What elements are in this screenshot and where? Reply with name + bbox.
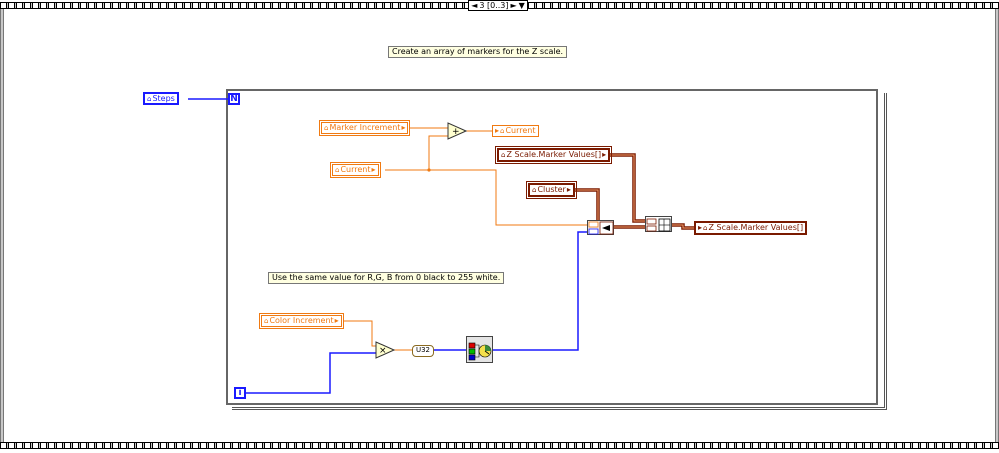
previous-case-arrow-icon[interactable]: ◄ [471, 1, 478, 10]
color-increment-label: Color Increment [269, 316, 334, 325]
add-function[interactable]: + [447, 122, 467, 140]
home-icon: ⌂ [335, 166, 340, 174]
add-symbol: + [452, 127, 460, 137]
cluster-label: Cluster [537, 185, 566, 194]
bundle-by-name-icon [588, 221, 614, 235]
bundle-by-name-function[interactable] [587, 220, 614, 235]
current-local-variable-write[interactable]: ▸ ⌂ Current [492, 125, 539, 137]
home-icon: ⌂ [500, 127, 505, 135]
iteration-terminal[interactable]: i [234, 387, 246, 399]
sequence-frame-bottom-border [0, 442, 999, 449]
chevron-down-icon[interactable]: ▼ [518, 1, 525, 10]
multiply-function[interactable]: × [375, 341, 395, 359]
current-in-label: Current [340, 165, 371, 174]
current-out-label: Current [505, 126, 536, 135]
count-terminal[interactable]: N [228, 93, 240, 105]
home-icon: ⌂ [324, 124, 329, 132]
output-arrow-icon: ▸ [371, 165, 376, 174]
case-selector-label: 3 [0..3] [479, 1, 509, 10]
z-scale-marker-values-property-write[interactable]: ▸ ⌂ Z Scale.Marker Values[] [694, 221, 808, 235]
comment-top: Create an array of markers for the Z sca… [388, 46, 568, 58]
steps-local-variable[interactable]: ⌂ Steps [143, 92, 179, 105]
input-arrow-icon: ▸ [495, 126, 500, 135]
home-icon: ⌂ [501, 151, 506, 159]
comment-middle: Use the same value for R,G, B from 0 bla… [268, 272, 505, 284]
home-icon: ⌂ [264, 317, 269, 325]
sequence-frame-left-border [0, 9, 4, 442]
output-arrow-icon: ▸ [602, 150, 607, 159]
output-arrow-icon: ▸ [566, 185, 571, 194]
marker-increment-label: Marker Increment [329, 123, 401, 132]
next-case-arrow-icon[interactable]: ► [510, 1, 517, 10]
build-array-function[interactable] [645, 216, 672, 232]
output-arrow-icon: ▸ [401, 123, 406, 132]
z-scale-marker-values-property-read[interactable]: ⌂ Z Scale.Marker Values[] ▸ [494, 146, 613, 164]
marker-increment-local-variable[interactable]: ⌂ Marker Increment ▸ [318, 120, 411, 136]
home-icon: ⌂ [147, 94, 152, 103]
input-arrow-icon: ▸ [698, 223, 703, 232]
to-u32-conversion[interactable]: U32 [412, 345, 434, 357]
build-array-icon [646, 218, 671, 232]
z-marker-values-out-label: Z Scale.Marker Values[] [708, 223, 804, 232]
output-arrow-icon: ▸ [334, 316, 339, 325]
cluster-local-variable[interactable]: ⌂ Cluster ▸ [526, 181, 577, 199]
color-increment-local-variable[interactable]: ⌂ Color Increment ▸ [259, 313, 344, 329]
multiply-symbol: × [379, 346, 387, 356]
home-icon: ⌂ [703, 224, 708, 232]
home-icon: ⌂ [532, 186, 537, 194]
for-loop[interactable] [226, 89, 878, 405]
steps-label: Steps [152, 93, 175, 103]
z-marker-values-in-label: Z Scale.Marker Values[] [506, 150, 602, 159]
rgb-to-color-icon [468, 342, 492, 361]
rgb-to-color-subvi[interactable] [466, 336, 493, 363]
case-selector[interactable]: ◄ 3 [0..3] ► ▼ [468, 0, 528, 11]
for-loop-shadow [232, 93, 887, 410]
current-local-variable-read[interactable]: ⌂ Current ▸ [330, 162, 381, 178]
